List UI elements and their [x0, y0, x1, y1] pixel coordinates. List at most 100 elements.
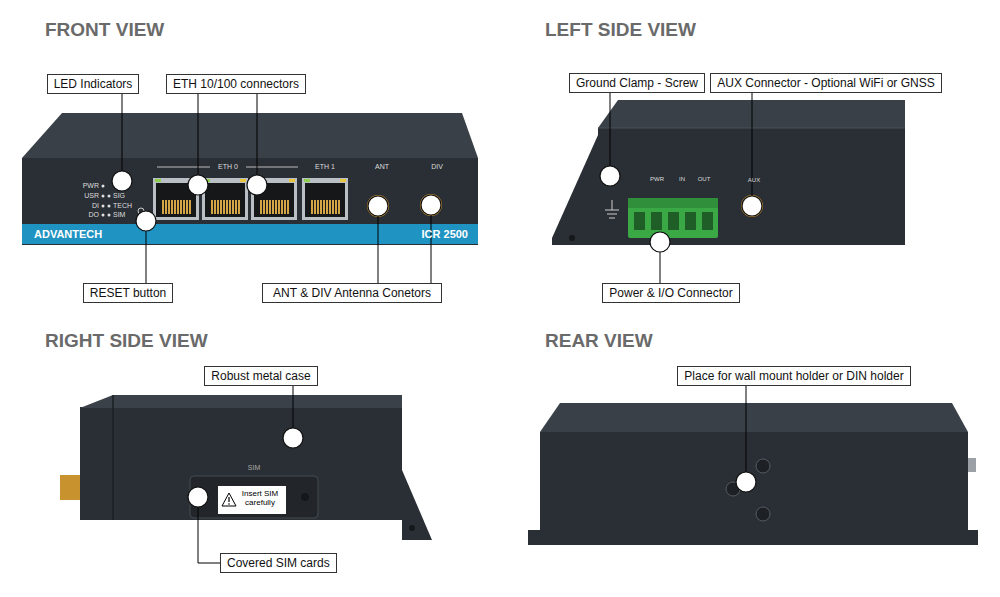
- slot-label: SIM: [248, 464, 260, 472]
- led-label: PWR: [83, 182, 99, 190]
- callout-label: Covered SIM cards: [227, 555, 330, 571]
- connector-label: AUX: [748, 177, 760, 184]
- flange-hole: [569, 235, 575, 241]
- callout-label: Ground Clamp - Screw: [576, 75, 698, 91]
- callout-dot: [247, 175, 267, 195]
- callout-dots: [112, 166, 762, 507]
- terminal-slot: [668, 212, 679, 230]
- side-panel: [80, 407, 402, 520]
- sma-connector: [367, 195, 389, 217]
- leader-line: [198, 507, 220, 563]
- mount-screw: [756, 507, 770, 521]
- front-panel: [22, 158, 478, 245]
- terminal-slot: [702, 212, 713, 230]
- case-edge: [112, 395, 114, 520]
- led-label: SIG: [113, 192, 125, 200]
- callout-dot: [188, 175, 208, 195]
- sim-cover: [190, 476, 318, 518]
- callout-box: ETH 10/100 connectors: [166, 74, 306, 94]
- ground-symbol: [607, 214, 617, 215]
- leader-line: [122, 94, 123, 171]
- sma-connector: [741, 195, 763, 217]
- view-heading: RIGHT SIDE VIEW: [45, 331, 208, 352]
- brand-logo: ADVANTECH: [34, 228, 102, 240]
- leader-line: [378, 216, 379, 283]
- terminal-block: [628, 198, 718, 208]
- callout-label: RESET button: [90, 285, 167, 301]
- port-pins: [310, 200, 340, 214]
- callout-label: LED Indicators: [54, 76, 133, 92]
- leader-line: [198, 94, 199, 175]
- led: [108, 214, 111, 217]
- led: [108, 195, 111, 198]
- port-led: [155, 179, 161, 182]
- case-top: [540, 403, 968, 432]
- callout-dot: [600, 166, 620, 186]
- port-label: ETH 1: [315, 163, 335, 171]
- brand-band: [22, 224, 478, 244]
- view-heading: REAR VIEW: [545, 331, 653, 352]
- callout-dot: [742, 196, 762, 216]
- callout-dot: [136, 211, 156, 231]
- callout-box: Ground Clamp - Screw: [569, 73, 705, 93]
- warning-text: Insert SIM carefully: [236, 490, 284, 508]
- ground-symbol: [609, 218, 615, 219]
- model-name: ICR 2500: [422, 228, 468, 240]
- port-led: [289, 179, 295, 182]
- ethernet-port: [202, 178, 248, 220]
- pin-label: PWR: [650, 176, 664, 183]
- port-pins: [161, 200, 191, 214]
- port-led: [240, 179, 246, 182]
- led: [102, 205, 105, 208]
- callout-dot: [112, 171, 132, 191]
- mount-flange: [528, 530, 978, 545]
- callout-dot: [283, 428, 303, 448]
- led: [108, 205, 111, 208]
- leader-line: [610, 93, 611, 166]
- mount-screw: [756, 459, 770, 473]
- callout-dot: [421, 195, 441, 215]
- callout-label: Power & I/O Connector: [609, 285, 732, 301]
- port-bracket: [157, 167, 210, 168]
- sma-connector: [60, 475, 80, 500]
- callout-label: Place for wall mount holder or DIN holde…: [684, 368, 903, 384]
- port-pins: [259, 200, 289, 214]
- port-pins: [210, 200, 240, 214]
- callout-label: ETH 10/100 connectors: [173, 76, 299, 92]
- sma-connector: [420, 194, 442, 216]
- port-shell: [202, 178, 248, 220]
- led-label: SIM: [113, 211, 125, 219]
- terminal-slot: [685, 212, 696, 230]
- leader-lines: [122, 93, 752, 563]
- view-heading: FRONT VIEW: [45, 20, 164, 41]
- callout-dot: [368, 196, 388, 216]
- warning-icon: [222, 493, 236, 506]
- antenna-label: DIV: [431, 163, 443, 171]
- mount-flange: [552, 135, 598, 245]
- callout-box: AUX Connector - Optional WiFi or GNSS: [710, 73, 941, 93]
- cover-screw: [301, 493, 309, 501]
- callout-box: Covered SIM cards: [220, 553, 337, 573]
- led-label: TECH: [113, 202, 132, 210]
- warning-icon: [228, 503, 230, 505]
- leader-line: [293, 386, 294, 428]
- callout-dot: [650, 232, 670, 252]
- callout-box: LED Indicators: [47, 74, 140, 94]
- led-label: USR: [84, 192, 99, 200]
- callout-dot: [736, 472, 756, 492]
- ground-symbol: [612, 200, 613, 210]
- antenna-label: ANT: [375, 163, 389, 171]
- led-label: DO: [89, 211, 100, 219]
- callout-box: Place for wall mount holder or DIN holde…: [677, 366, 910, 386]
- terminal-slot: [651, 212, 662, 230]
- callout-label: ANT & DIV Antenna Conetors: [269, 285, 435, 301]
- led: [102, 185, 105, 188]
- terminal-block: [628, 198, 718, 238]
- pin-label: OUT: [698, 176, 711, 183]
- case-top: [80, 395, 402, 408]
- mount-flange: [402, 470, 432, 540]
- port-shell: [302, 178, 348, 220]
- leader-line: [660, 252, 661, 283]
- leader-line: [257, 94, 258, 175]
